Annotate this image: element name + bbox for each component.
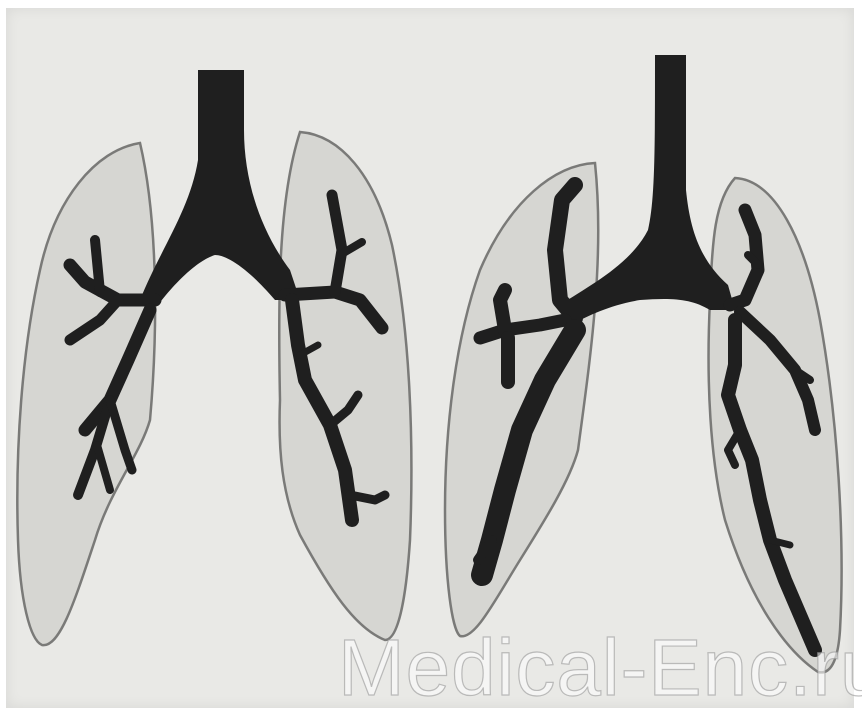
left-panel-trachea <box>140 70 300 305</box>
bronchial-tree-left-panel <box>17 70 411 645</box>
right-panel-right-lung <box>709 178 842 672</box>
right-panel-left-lung <box>445 163 598 636</box>
left-panel-left-lung <box>17 143 155 645</box>
bronchial-tree-right-panel <box>445 55 842 672</box>
left-panel-right-lung <box>279 132 411 640</box>
